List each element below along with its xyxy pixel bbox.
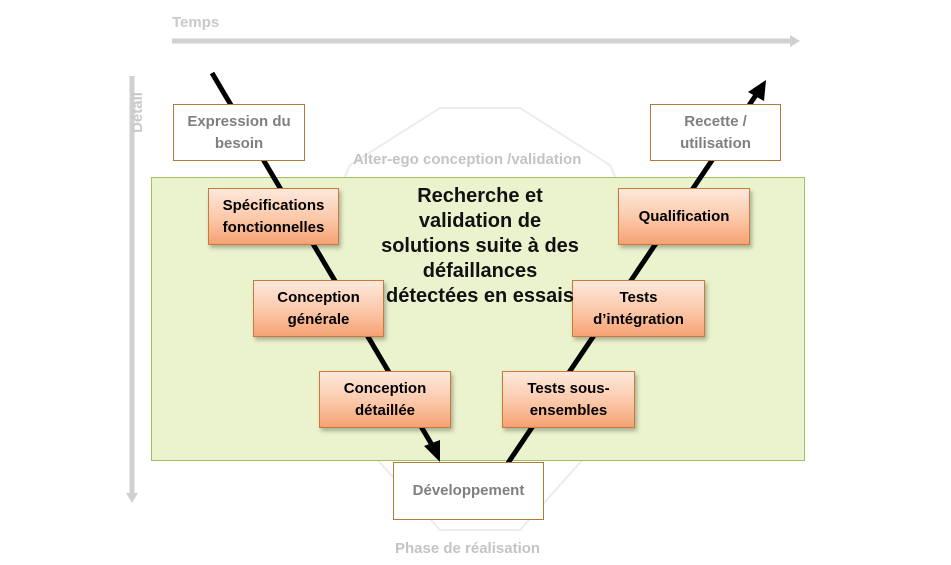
- phase-label: Phase de réalisation: [395, 540, 541, 557]
- box-tests-integration: Tests d’intégration: [572, 280, 705, 337]
- box-recette-utilisation: Recette / utilisation: [650, 104, 781, 161]
- time-axis-label: Temps: [172, 14, 220, 31]
- box-conception-generale: Conception générale: [253, 280, 384, 337]
- box-expression-besoin: Expression du besoin: [173, 104, 305, 161]
- box-tests-sous-ensembles: Tests sous-ensembles: [502, 371, 635, 428]
- detail-axis-arrow: [126, 76, 138, 503]
- alter-ego-label: Alter-ego conception /validation: [353, 151, 582, 168]
- center-description: Recherche et validation de solutions sui…: [381, 185, 579, 307]
- box-developpement: Développement: [393, 462, 544, 520]
- box-specifications: Spécifications fonctionnelles: [208, 188, 339, 245]
- time-axis-arrow: [172, 35, 800, 47]
- box-conception-detaillee: Conception détaillée: [319, 371, 451, 428]
- box-qualification: Qualification: [618, 188, 750, 245]
